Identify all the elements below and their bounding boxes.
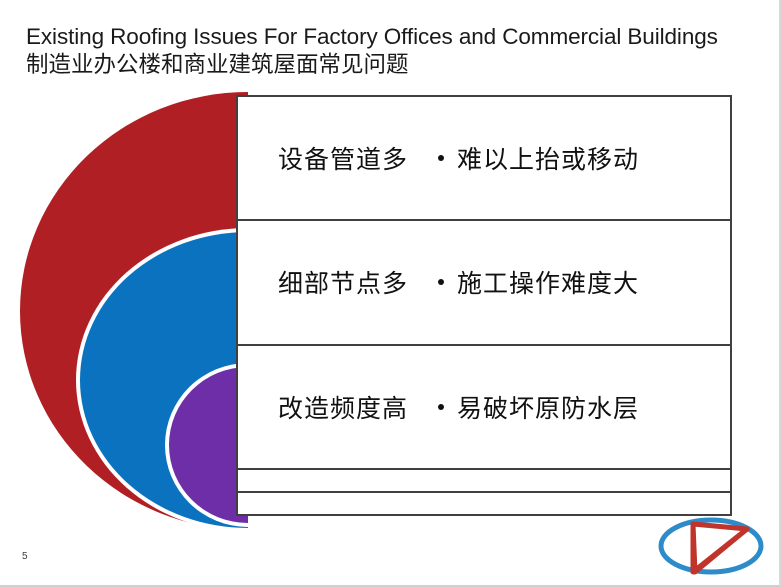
issue-label: 细部节点多 <box>277 269 408 299</box>
slide-title-block: Existing Roofing Issues For Factory Offi… <box>26 24 766 79</box>
logo-ellipse-icon <box>658 517 764 575</box>
issue-bullet: 施工操作难度大 <box>438 264 724 300</box>
table-cell: 设备管道多 难以上抬或移动 <box>236 94 732 222</box>
table-row: 改造频度高 易破坏原防水层 <box>236 343 732 470</box>
page-number: 5 <box>22 551 28 562</box>
concentric-rings-graphic <box>0 92 248 530</box>
table-row: 设备管道多 难以上抬或移动 <box>236 94 732 222</box>
issue-bullet: 难以上抬或移动 <box>438 140 724 176</box>
company-logo <box>655 512 767 584</box>
page-title-chinese: 制造业办公楼和商业建筑屋面常见问题 <box>26 52 409 78</box>
table-cell-empty <box>236 467 732 493</box>
issues-table: 设备管道多 难以上抬或移动 细部节点多 施工操作难度大 <box>236 94 732 517</box>
table-row-empty <box>236 490 732 517</box>
issues-table-wrapper: 设备管道多 难以上抬或移动 细部节点多 施工操作难度大 <box>236 94 732 517</box>
issue-bullet-text: 易破坏原防水层 <box>457 393 640 423</box>
table-row: 细部节点多 施工操作难度大 <box>236 219 732 346</box>
inner-ring-shape <box>169 367 248 523</box>
table-row-empty <box>236 467 732 493</box>
table-cell: 细部节点多 施工操作难度大 <box>236 219 732 346</box>
issue-bullet: 易破坏原防水层 <box>438 389 724 425</box>
issue-bullet-text: 难以上抬或移动 <box>457 145 640 175</box>
page-title-english: Existing Roofing Issues For Factory Offi… <box>26 24 718 49</box>
table-cell: 改造频度高 易破坏原防水层 <box>236 343 732 470</box>
issue-label: 设备管道多 <box>277 145 408 175</box>
table-cell-empty <box>236 490 732 517</box>
bullet-dot-icon <box>438 155 444 162</box>
issue-bullet-text: 施工操作难度大 <box>457 269 640 299</box>
bullet-dot-icon <box>438 403 444 410</box>
bullet-dot-icon <box>438 279 444 286</box>
logo-triangle-mark-icon <box>690 521 750 575</box>
issue-label: 改造频度高 <box>277 393 408 423</box>
